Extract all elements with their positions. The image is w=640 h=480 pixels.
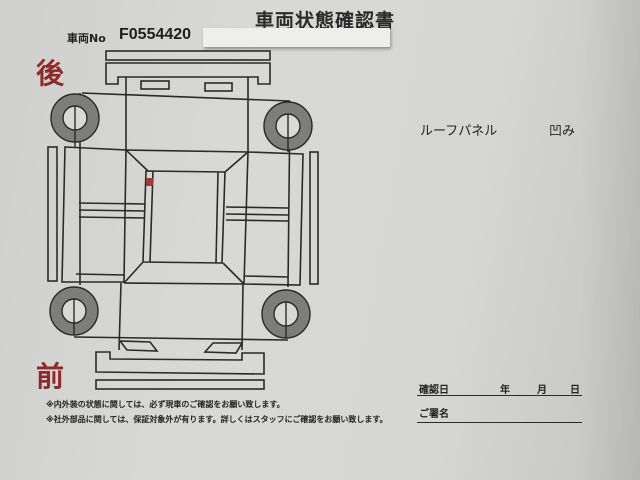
front-bumper <box>95 351 265 375</box>
roof-panel <box>142 170 226 264</box>
page-shadow <box>580 0 640 480</box>
rear-bumper <box>105 62 271 85</box>
headlamp-left <box>118 340 159 352</box>
rear-label: 後 <box>36 57 65 90</box>
signature-field[interactable]: ご署名 <box>417 402 582 423</box>
damage-marker <box>146 178 153 186</box>
redaction-sticker <box>203 28 390 47</box>
vehicle-no-label: 車両No <box>67 32 106 45</box>
damage-part: ルーフパネル <box>420 124 498 139</box>
damage-type: 凹み <box>549 124 576 139</box>
rear-bumper-outer <box>105 50 271 61</box>
right-door-panel <box>243 151 304 286</box>
right-side-skirt <box>309 151 319 285</box>
month-label: 月 <box>537 385 547 396</box>
note-interior-exterior: ※内外装の状態に関しては、必ず現車のご確認をお願い致します。 <box>46 400 285 409</box>
document-title: 車両状態確認書 <box>255 10 396 32</box>
tail-lamp-right <box>204 82 233 92</box>
confirmation-date-field[interactable]: 確認日 年 月 日 <box>417 377 582 396</box>
confirmation-date-label: 確認日 <box>419 385 449 396</box>
front-bumper-outer <box>95 379 265 390</box>
note-aftermarket-parts: ※社外部品に関しては、保証対象外が有ります。詳しくはスタッフにご確認をお願い致し… <box>46 415 388 424</box>
signature-label: ご署名 <box>419 409 449 420</box>
left-side-skirt <box>47 146 58 282</box>
left-door-panel <box>61 146 127 283</box>
headlamp-right <box>203 342 244 354</box>
vehicle-no-value: F0554420 <box>119 26 192 43</box>
day-label: 日 <box>570 385 580 396</box>
year-label: 年 <box>500 385 510 396</box>
front-label: 前 <box>36 360 65 393</box>
tail-lamp-left <box>140 80 170 90</box>
